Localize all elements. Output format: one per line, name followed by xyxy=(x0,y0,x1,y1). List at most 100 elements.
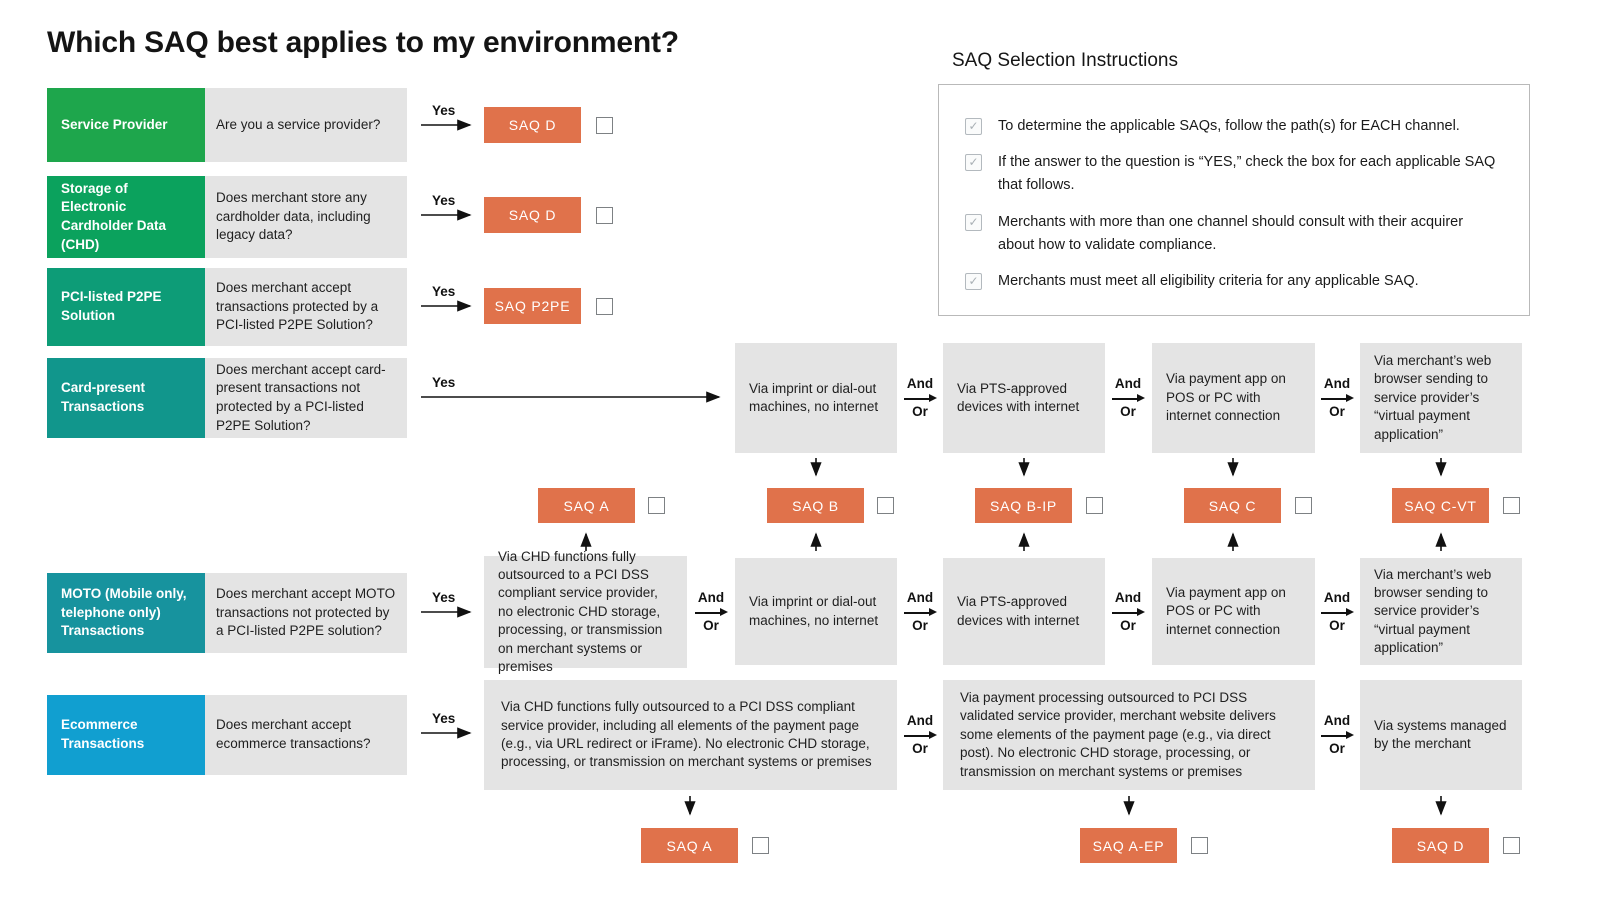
or-label: Or xyxy=(1120,617,1136,633)
and-label: And xyxy=(697,590,725,606)
and-or-connector: And Or xyxy=(898,579,942,645)
row-label-card-present: Card-present Transactions xyxy=(47,358,205,438)
yes-label: Yes xyxy=(432,711,456,726)
right-arrow-icon xyxy=(904,731,937,739)
or-label: Or xyxy=(1329,403,1345,419)
page-title: Which SAQ best applies to my environment… xyxy=(47,26,679,59)
and-label: And xyxy=(906,713,934,729)
question-card-present: Does merchant accept card-present transa… xyxy=(205,358,407,438)
row-label-p2pe: PCI-listed P2PE Solution xyxy=(47,268,205,346)
saq-a-box: SAQ A xyxy=(538,488,635,523)
row-label-service-provider: Service Provider xyxy=(47,88,205,162)
saq-a-checkbox[interactable] xyxy=(648,497,665,514)
checked-checkbox-icon: ✓ xyxy=(965,118,982,135)
channel-moto-imprint: Via imprint or dial-out machines, no int… xyxy=(735,558,897,665)
question-ecommerce: Does merchant accept ecommerce transacti… xyxy=(205,695,407,775)
and-label: And xyxy=(1114,590,1142,606)
instruction-item: ✓ Merchants must meet all eligibility cr… xyxy=(965,270,1503,293)
saq-d-storage-checkbox[interactable] xyxy=(596,207,613,224)
and-or-connector: And Or xyxy=(898,365,942,431)
row-label-ecommerce: Ecommerce Transactions xyxy=(47,695,205,775)
question-service-provider: Are you a service provider? xyxy=(205,88,407,162)
yes-label: Yes xyxy=(432,193,456,208)
saq-c-checkbox[interactable] xyxy=(1295,497,1312,514)
saq-d-bottom-box: SAQ D xyxy=(1392,828,1489,863)
saq-b-box: SAQ B xyxy=(767,488,864,523)
and-label: And xyxy=(1323,713,1351,729)
saq-c-vt-checkbox[interactable] xyxy=(1503,497,1520,514)
instruction-text: To determine the applicable SAQs, follow… xyxy=(998,118,1460,134)
or-label: Or xyxy=(1329,617,1345,633)
saq-p2pe-box: SAQ P2PE xyxy=(484,288,581,324)
question-moto: Does merchant accept MOTO transactions n… xyxy=(205,573,407,653)
yes-label: Yes xyxy=(432,284,456,299)
checked-checkbox-icon: ✓ xyxy=(965,213,982,231)
and-or-connector: And Or xyxy=(1106,365,1150,431)
question-storage-chd: Does merchant store any cardholder data,… xyxy=(205,176,407,258)
saq-p2pe-checkbox[interactable] xyxy=(596,298,613,315)
channel-moto-virtual-terminal: Via merchant’s web browser sending to se… xyxy=(1360,558,1522,665)
saq-selection-instructions-panel: ✓ To determine the applicable SAQs, foll… xyxy=(938,84,1530,316)
right-arrow-icon xyxy=(1112,394,1145,402)
and-or-connector: And Or xyxy=(1315,579,1359,645)
or-label: Or xyxy=(1329,740,1345,756)
yes-label: Yes xyxy=(432,590,456,605)
and-or-connector: And Or xyxy=(1315,365,1359,431)
channel-moto-pts: Via PTS-approved devices with internet xyxy=(943,558,1105,665)
and-or-connector: And Or xyxy=(1315,702,1359,768)
instruction-item: ✓ If the answer to the question is “YES,… xyxy=(965,151,1503,197)
saq-d-storage-box: SAQ D xyxy=(484,197,581,233)
saq-b-ip-checkbox[interactable] xyxy=(1086,497,1103,514)
channel-ecom-fully-outsourced: Via CHD functions fully outsourced to a … xyxy=(484,680,897,790)
right-arrow-icon xyxy=(1321,608,1354,616)
and-label: And xyxy=(1114,376,1142,392)
channel-cp-pts: Via PTS-approved devices with internet xyxy=(943,343,1105,453)
and-label: And xyxy=(906,590,934,606)
or-label: Or xyxy=(912,403,928,419)
saq-d-service-provider-box: SAQ D xyxy=(484,107,581,143)
saq-a-ep-checkbox[interactable] xyxy=(1191,837,1208,854)
channel-ecom-merchant-managed: Via systems managed by the merchant xyxy=(1360,680,1522,790)
saq-a-bottom-box: SAQ A xyxy=(641,828,738,863)
instructions-title: SAQ Selection Instructions xyxy=(952,50,1178,71)
or-label: Or xyxy=(1120,403,1136,419)
right-arrow-icon xyxy=(1321,394,1354,402)
channel-cp-virtual-terminal: Via merchant’s web browser sending to se… xyxy=(1360,343,1522,453)
channel-cp-payment-app: Via payment app on POS or PC with intern… xyxy=(1152,343,1315,453)
channel-cp-imprint: Via imprint or dial-out machines, no int… xyxy=(735,343,897,453)
instruction-text: If the answer to the question is “YES,” … xyxy=(998,154,1496,194)
checked-checkbox-icon: ✓ xyxy=(965,272,982,290)
or-label: Or xyxy=(912,617,928,633)
saq-b-checkbox[interactable] xyxy=(877,497,894,514)
channel-moto-payment-app: Via payment app on POS or PC with intern… xyxy=(1152,558,1315,665)
and-or-connector: And Or xyxy=(689,579,733,645)
saq-b-ip-box: SAQ B-IP xyxy=(975,488,1072,523)
channel-moto-outsourced: Via CHD functions fully outsourced to a … xyxy=(484,549,687,674)
right-arrow-icon xyxy=(1112,608,1145,616)
saq-a-ep-box: SAQ A-EP xyxy=(1080,828,1177,863)
and-label: And xyxy=(906,376,934,392)
checked-checkbox-icon: ✓ xyxy=(965,154,982,172)
right-arrow-icon xyxy=(904,394,937,402)
and-or-connector: And Or xyxy=(898,702,942,768)
and-or-connector: And Or xyxy=(1106,579,1150,645)
saq-c-box: SAQ C xyxy=(1184,488,1281,523)
or-label: Or xyxy=(703,617,719,633)
right-arrow-icon xyxy=(904,608,937,616)
right-arrow-icon xyxy=(1321,731,1354,739)
yes-label: Yes xyxy=(432,103,456,118)
row-label-moto: MOTO (Mobile only, telephone only) Trans… xyxy=(47,573,205,653)
or-label: Or xyxy=(912,740,928,756)
saq-a-bottom-checkbox[interactable] xyxy=(752,837,769,854)
instruction-text: Merchants must meet all eligibility crit… xyxy=(998,272,1419,289)
row-label-storage-chd: Storage of Electronic Cardholder Data (C… xyxy=(47,176,205,258)
and-label: And xyxy=(1323,590,1351,606)
right-arrow-icon xyxy=(695,608,728,616)
saq-d-bottom-checkbox[interactable] xyxy=(1503,837,1520,854)
saq-d-service-provider-checkbox[interactable] xyxy=(596,117,613,134)
saq-c-vt-box: SAQ C-VT xyxy=(1392,488,1489,523)
instruction-text: Merchants with more than one channel sho… xyxy=(998,213,1464,253)
instruction-item: ✓ To determine the applicable SAQs, foll… xyxy=(965,115,1503,138)
question-p2pe: Does merchant accept transactions protec… xyxy=(205,268,407,346)
